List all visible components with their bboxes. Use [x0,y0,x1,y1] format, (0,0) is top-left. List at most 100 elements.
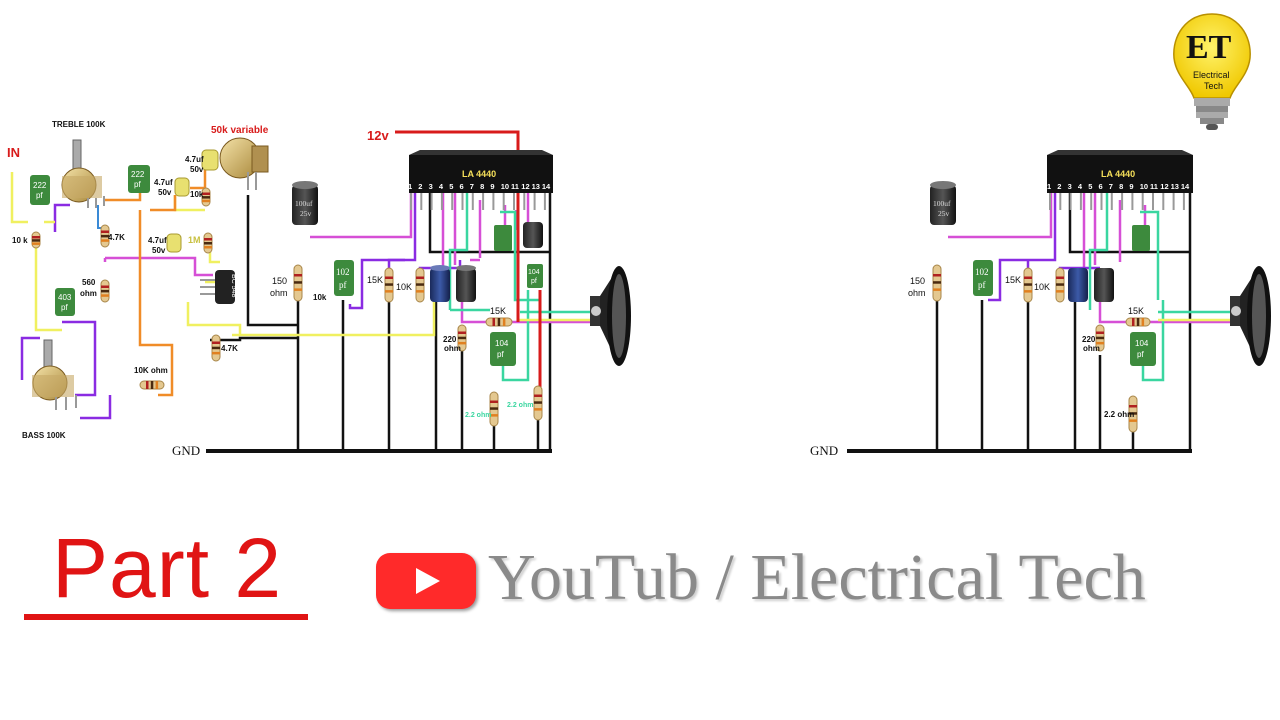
bass-potentiometer: BASS 100K [22,339,77,440]
res-47k-a-label: 4.7K [108,233,125,242]
left-circuit: GND [7,120,631,458]
ic-pin-1: 1 [408,182,412,191]
cap-403: 403 pf [55,288,75,316]
cap-222-b: 222 pf [128,165,150,193]
ic-pin-10: 10 [501,182,509,191]
ic-label: LA 4440 [462,169,496,179]
resistor-15k-a [384,267,394,303]
resistor-15k-a-right [1023,267,1033,303]
ic-pin-12: 12 [1160,182,1168,191]
svg-text:pf: pf [978,280,986,290]
ic-pin-2: 2 [1057,182,1061,191]
res-15k-b-label: 15K [490,306,506,316]
cap-104-a: 104 pf [490,332,516,366]
resistor-150 [293,264,303,302]
resistor-4-7k-a [100,224,110,248]
ic-pin-8: 8 [1119,182,1123,191]
ic-pin-9: 9 [1129,182,1133,191]
ic-pin-5: 5 [449,182,453,191]
res-220-right-b: ohm [1083,344,1100,353]
res-10k-mid-label: 10k [190,190,204,199]
right-circuit: GND [810,150,1271,458]
svg-text:pf: pf [36,191,43,200]
svg-text:pf: pf [1137,350,1144,359]
resistor-15k-b-right [1125,317,1151,327]
speaker-right [1230,266,1271,366]
logo-line2: Tech [1204,81,1223,91]
svg-text:100uf: 100uf [933,199,951,208]
cap-102: 102 pf [334,260,354,296]
res-220-label-b: ohm [444,344,461,353]
cap-100uf: 100uf 25v [292,181,318,225]
ic-pin-2: 2 [418,182,422,191]
cap-electrolytic-black-right [1094,268,1114,302]
res-10k-low-label: 10k [313,293,327,302]
resistor-10k-b [415,267,425,303]
svg-text:50v: 50v [190,165,204,174]
svg-text:222: 222 [131,170,145,179]
ic-pin-10: 10 [1140,182,1148,191]
res-22ohm-right: 2.2 ohm [1104,410,1134,419]
ic-pin-13: 13 [532,182,540,191]
svg-text:pf: pf [497,350,504,359]
res-10k-ohm-label: 10K ohm [134,366,168,375]
cap-102-right: 102 pf [973,260,993,296]
cap-100uf-right: 100uf 25v [930,181,956,225]
cap-47uf-a: 4.7uf 50v [185,149,219,174]
speaker-left [590,266,631,366]
channel-text: YouTub / Electrical Tech [488,541,1146,614]
logo-line1: Electrical [1193,70,1230,80]
svg-text:pf: pf [339,280,347,290]
electrical-tech-logo: ET Electrical Tech [1173,13,1251,130]
logo-letters: ET [1186,29,1232,66]
res-10k-in-label: 10 k [12,236,28,245]
yellow-wires [10,172,596,337]
ic-pin-7: 7 [1109,182,1113,191]
resistor-2-2-b [533,385,543,421]
ic-pin-4: 4 [1078,182,1083,191]
svg-text:102: 102 [336,267,350,277]
res-22ohm-b-label: 2.2 ohm [507,402,533,409]
svg-text:BC 548: BC 548 [230,274,237,297]
ic-pin-3: 3 [1068,182,1072,191]
supply-label: 12v [367,128,389,143]
svg-text:25v: 25v [938,209,950,218]
treble-pot-label: TREBLE 100K [52,120,106,129]
ic-pin-14: 14 [1181,182,1190,191]
youtube-play-icon [376,553,476,609]
resistor-10k-ohm [139,380,165,390]
resistor-560 [100,279,110,303]
resistor-2-2-a [489,391,499,427]
ic-label-right: LA 4440 [1101,169,1135,179]
ground-label-right: GND [810,443,838,458]
ic-pin-8: 8 [480,182,484,191]
resistor-220-right [1095,324,1105,352]
svg-text:25v: 25v [300,209,312,218]
svg-text:50v: 50v [158,188,172,197]
resistor-10k-right [1055,267,1065,303]
res-15k-right-b: 15K [1128,306,1144,316]
part-title: Part 2 [52,521,283,615]
input-label: IN [7,145,20,160]
svg-text:100uf: 100uf [295,199,313,208]
treble-potentiometer: TREBLE 100K [52,120,106,208]
svg-text:104: 104 [1135,339,1149,348]
res-22ohm-a-label: 2.2 ohm [465,412,491,419]
cap-electrolytic-blue-right [1068,268,1088,302]
svg-text:pf: pf [134,180,141,189]
volume-potentiometer: 50k variable [211,125,269,190]
svg-text:pf: pf [531,278,537,285]
resistor-10k-in [31,231,41,249]
cap-electrolytic-black-a [456,265,476,302]
res-150-label-b: ohm [270,288,288,298]
cap-electrolytic-blue [430,265,450,302]
ic-pin-11: 11 [511,182,519,191]
svg-text:4.7uf: 4.7uf [148,236,167,245]
ic-pin-9: 9 [490,182,494,191]
cap-small-green-a [494,225,512,251]
ic-pin-11: 11 [1150,182,1158,191]
